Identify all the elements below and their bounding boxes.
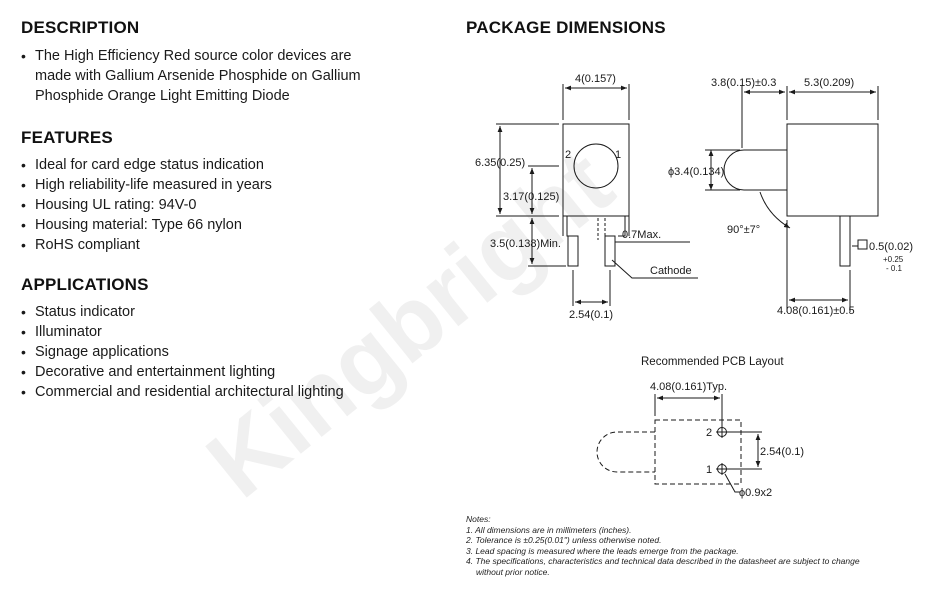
description-line-1: The High Efficiency Red source color dev… xyxy=(35,48,352,64)
front-labels: 4(0.157) 6.35(0.25) 3.17(0.125) 3.5(0.13… xyxy=(475,73,692,321)
feature-item: RoHS compliant xyxy=(21,235,441,255)
applications-list: Status indicator Illuminator Signage app… xyxy=(21,302,441,402)
features-list: Ideal for card edge status indication Hi… xyxy=(21,155,441,255)
side-offset-label: 3.8(0.15)±0.3 xyxy=(711,77,776,89)
side-tol-plus-label: +0.25 xyxy=(883,255,904,264)
side-labels: 3.8(0.15)±0.3 5.3(0.209) ϕ3.4(0.134) 90°… xyxy=(668,77,913,317)
front-spacing-label: 2.54(0.1) xyxy=(569,309,613,321)
front-pin2-label: 2 xyxy=(565,149,571,161)
front-lens xyxy=(573,143,619,189)
description-text: The High Efficiency Red source color dev… xyxy=(21,46,441,106)
pcb-labels: Recommended PCB Layout 4.08(0.161)Typ. 2… xyxy=(641,356,804,499)
front-pin1-label: 1 xyxy=(615,149,621,161)
front-body xyxy=(562,123,630,217)
front-center-label: 3.17(0.125) xyxy=(503,191,559,203)
application-item: Commercial and residential architectural… xyxy=(21,382,441,402)
front-view xyxy=(496,84,698,306)
side-tol-minus-label: - 0.1 xyxy=(886,264,903,273)
side-lens xyxy=(723,149,787,191)
description-line-2: made with Gallium Arsenide Phosphide on … xyxy=(35,68,361,84)
pcb-typ-label: 4.08(0.161)Typ. xyxy=(650,381,727,393)
front-width-label: 4(0.157) xyxy=(575,73,616,85)
feature-item: High reliability-life measured in years xyxy=(21,175,441,195)
front-max-label: 0.7Max. xyxy=(622,229,661,241)
side-lead xyxy=(839,216,851,267)
cathode-label: Cathode xyxy=(650,265,692,277)
front-min-lead-label: 3.5(0.138)Min. xyxy=(490,238,561,250)
pcb-title: Recommended PCB Layout xyxy=(641,356,784,368)
note-item: 2. Tolerance is ±0.25(0.01") unless othe… xyxy=(466,535,662,546)
application-item: Decorative and entertainment lighting xyxy=(21,362,441,382)
application-item: Signage applications xyxy=(21,342,441,362)
side-lens-label: ϕ3.4(0.134) xyxy=(668,166,724,178)
pcb-layout xyxy=(596,394,762,493)
pcb-pin1-label: 1 xyxy=(706,464,712,476)
feature-item: Housing material: Type 66 nylon xyxy=(21,215,441,235)
feature-item: Housing UL rating: 94V-0 xyxy=(21,195,441,215)
application-item: Status indicator xyxy=(21,302,441,322)
note-item: without prior notice. xyxy=(476,566,550,577)
side-angle-label: 90°±7° xyxy=(727,224,760,236)
pcb-hole-label: ϕ0.9x2 xyxy=(739,487,772,499)
application-item: Illuminator xyxy=(21,322,441,342)
note-item: 3. Lead spacing is measured where the le… xyxy=(466,545,739,556)
pcb-pin2-label: 2 xyxy=(706,427,712,439)
applications-heading: APPLICATIONS xyxy=(21,275,149,294)
pcb-body-outline xyxy=(654,419,742,485)
front-lead-right xyxy=(604,235,616,267)
side-body xyxy=(786,123,879,217)
note-item: 1. All dimensions are in millimeters (in… xyxy=(466,524,632,535)
notes: Notes: 1. All dimensions are in millimet… xyxy=(466,514,860,578)
front-height-label: 6.35(0.25) xyxy=(475,157,525,169)
description-list: The High Efficiency Red source color dev… xyxy=(21,46,441,106)
description-line-3: Phosphide Orange Light Emitting Diode xyxy=(35,88,290,104)
lead-square-symbol xyxy=(857,239,868,250)
feature-item: Ideal for card edge status indication xyxy=(21,155,441,175)
pcb-lens-outline xyxy=(596,431,655,473)
side-lead-label: 0.5(0.02) xyxy=(869,241,913,253)
side-view xyxy=(705,86,879,312)
package-heading: PACKAGE DIMENSIONS xyxy=(466,18,666,37)
front-base xyxy=(562,216,630,236)
front-lead-left xyxy=(567,235,579,267)
notes-title: Notes: xyxy=(466,514,491,524)
side-depth-label: 4.08(0.161)±0.5 xyxy=(777,305,855,317)
side-body-label: 5.3(0.209) xyxy=(804,77,854,89)
pcb-spacing-label: 2.54(0.1) xyxy=(760,446,804,458)
description-heading: DESCRIPTION xyxy=(21,18,140,37)
note-item: 4. The specifications, characteristics a… xyxy=(466,556,860,567)
features-heading: FEATURES xyxy=(21,128,113,147)
